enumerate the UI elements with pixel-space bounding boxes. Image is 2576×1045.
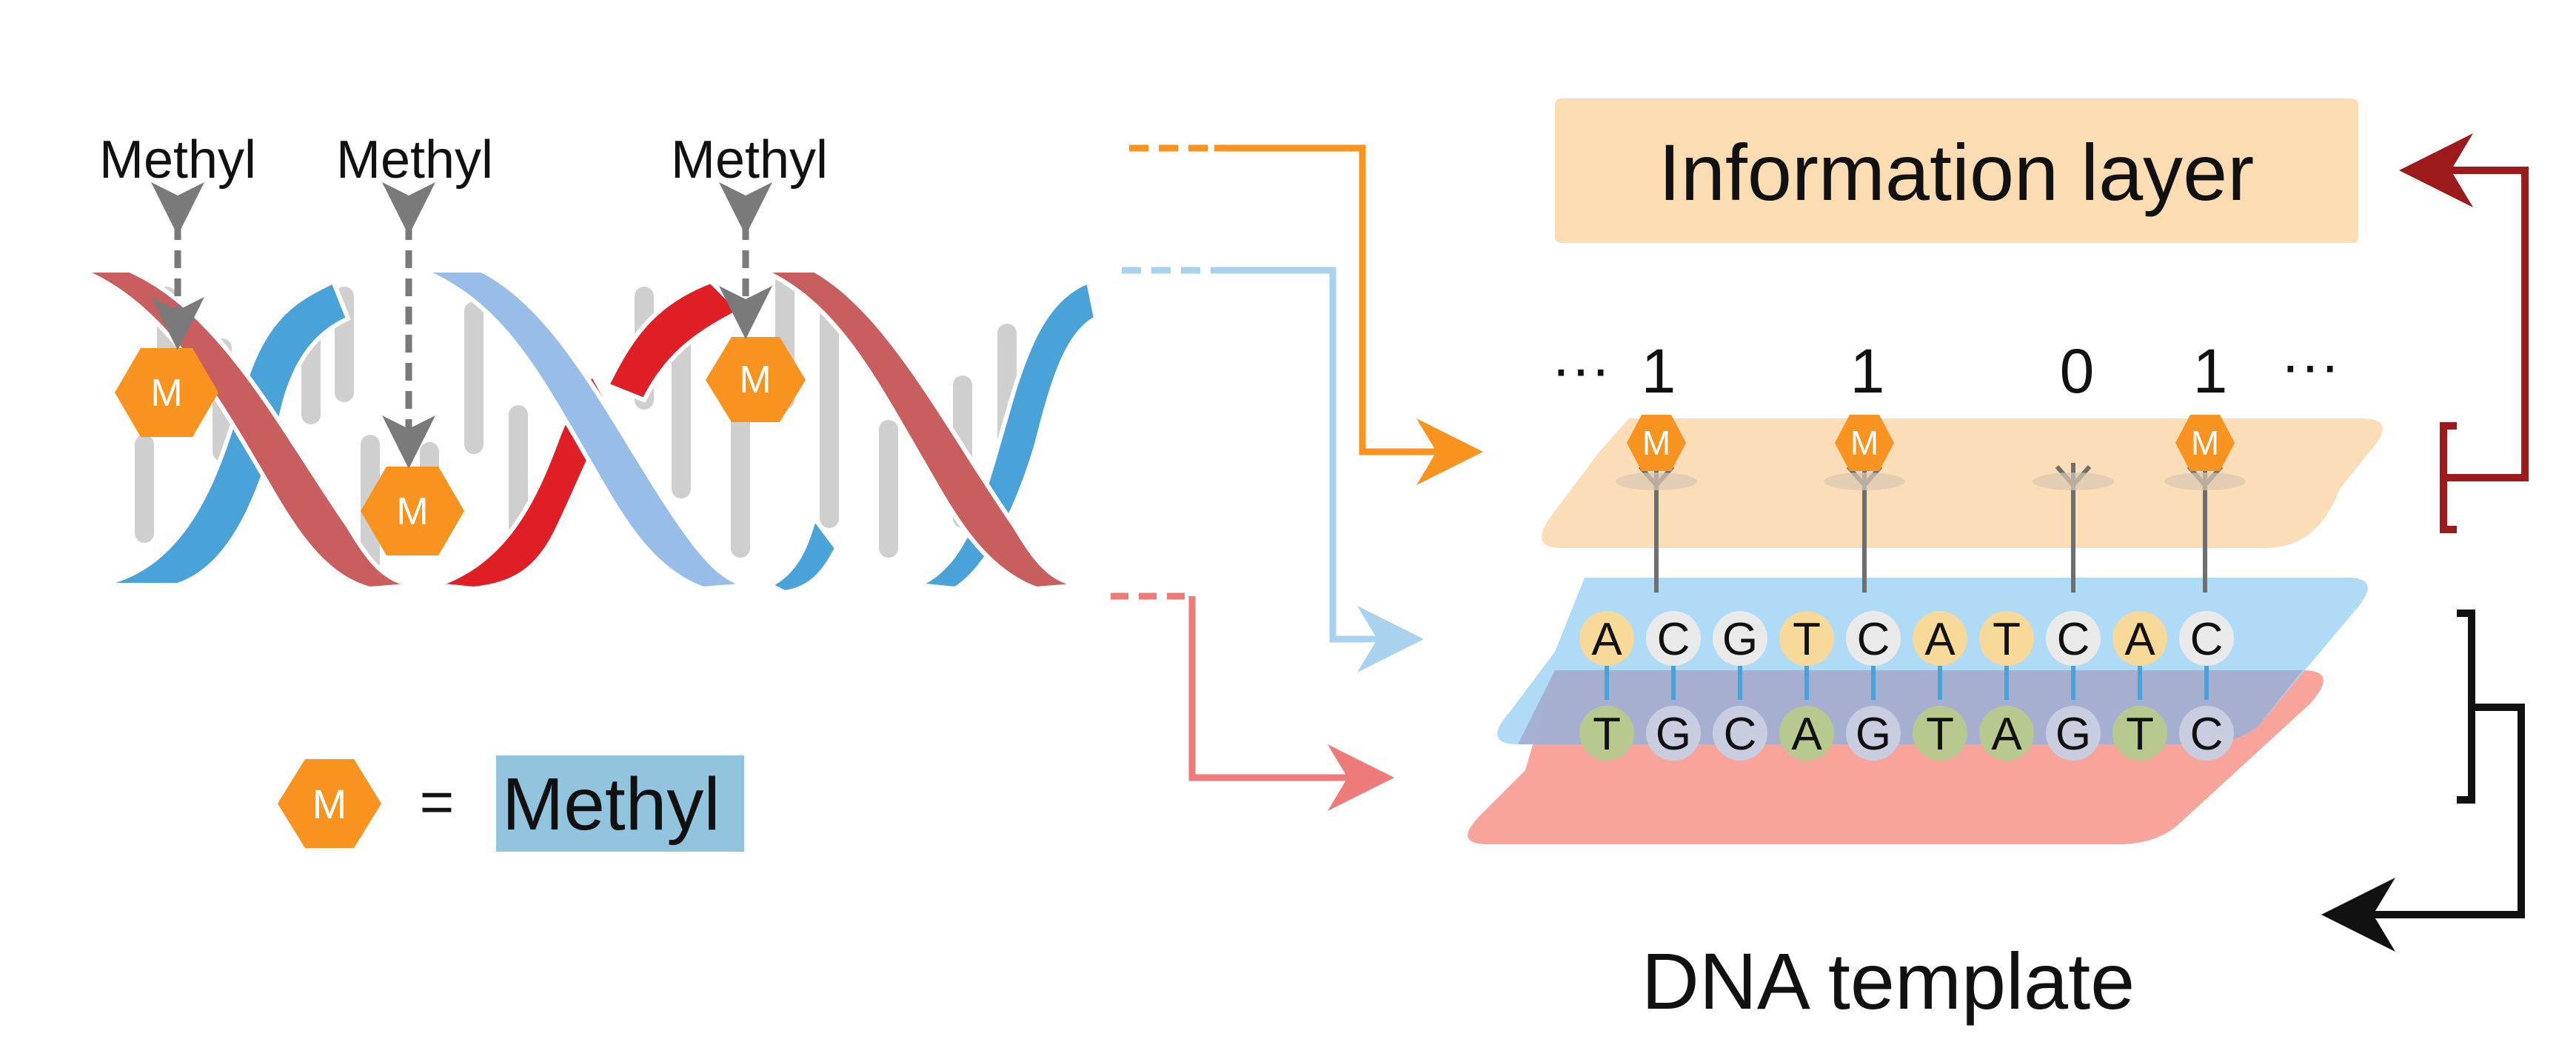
svg-text:M: M [312, 781, 347, 827]
svg-text:M: M [2191, 424, 2219, 462]
bottom-base: G [2055, 709, 2091, 760]
top-base: C [2057, 614, 2090, 665]
svg-text:M: M [396, 490, 428, 533]
connector-arrows [1111, 144, 1483, 811]
top-base: C [2190, 614, 2224, 665]
legend-label-background [496, 755, 744, 852]
strand-red-2 [761, 268, 1082, 592]
svg-text:M: M [1642, 424, 1670, 462]
top-base: A [1591, 614, 1622, 665]
lightblue-connector-arrow [1214, 267, 1424, 672]
stem-shadows [1616, 473, 2246, 490]
top-strand: A C G T C A T C A C [1579, 611, 2234, 666]
strand-blue-1 [96, 278, 351, 587]
strand-light-blue [421, 268, 749, 592]
top-base: T [1993, 614, 2021, 665]
methyl-marker-1: M [115, 348, 218, 437]
bottom-base: C [1724, 709, 1757, 760]
bit-3: 0 [2060, 336, 2095, 406]
methyl-label-3: Methyl [671, 130, 828, 190]
svg-text:M: M [1850, 424, 1879, 462]
info-layer-title: Information layer [1659, 127, 2254, 217]
legend-equals: = [420, 769, 455, 835]
top-base: T [1793, 614, 1821, 665]
bottom-base: A [1791, 709, 1822, 760]
bottom-base: T [1926, 709, 1954, 760]
methyl-label-1: Methyl [99, 130, 256, 190]
bottom-base: C [2190, 709, 2224, 760]
layer-methyl-markers: M M M [1627, 415, 2235, 471]
strand-blue-3 [765, 513, 840, 595]
legend: M = Methyl [278, 755, 744, 852]
bit-1: 1 [1642, 336, 1676, 406]
bottom-base: G [1856, 709, 1891, 760]
bottom-base: G [1656, 709, 1691, 760]
methyl-marker-2: M [361, 467, 464, 555]
legend-label: Methyl [502, 763, 720, 846]
orange-connector-arrow [1214, 144, 1483, 485]
bottom-strand: T G C A G T A G T C [1579, 706, 2234, 761]
dna-helix [80, 268, 1099, 595]
top-base: G [1722, 614, 1758, 665]
bit-4: 1 [2193, 336, 2228, 406]
methyl-label-2: Methyl [336, 130, 493, 190]
bottom-base: T [1593, 709, 1621, 760]
methyl-marker-3: M [706, 337, 806, 422]
helix-methyl-markers: M M M [115, 337, 806, 555]
layer-methyl-marker-2: M [1835, 415, 1894, 471]
svg-text:M: M [150, 372, 182, 415]
dna-template-bracket-arrow [2321, 610, 2525, 952]
ellipsis-left: ··· [1551, 335, 1610, 401]
base-pair-links [1605, 659, 2209, 700]
bottom-base: A [1991, 709, 2022, 760]
salmon-connector-arrow [1188, 596, 1394, 811]
bit-2: 1 [1850, 336, 1885, 406]
top-base: A [1924, 614, 1956, 665]
peach-layer [1542, 418, 2383, 548]
top-base: C [1857, 614, 1890, 665]
legend-methyl-icon: M [278, 759, 381, 848]
layer-methyl-marker-3: M [2175, 415, 2235, 471]
top-base: A [2124, 614, 2155, 665]
methyl-dashed-arrows [151, 182, 772, 469]
svg-text:M: M [739, 358, 771, 401]
top-base: C [1657, 614, 1690, 665]
bottom-base: T [2126, 709, 2154, 760]
info-layer-bracket-arrow [2399, 133, 2529, 533]
info-layer-title-box [1555, 99, 2358, 243]
ellipsis-right: ··· [2281, 332, 2340, 398]
layer-methyl-marker-1: M [1627, 415, 1686, 471]
dna-template-label: DNA template [1642, 936, 2135, 1026]
